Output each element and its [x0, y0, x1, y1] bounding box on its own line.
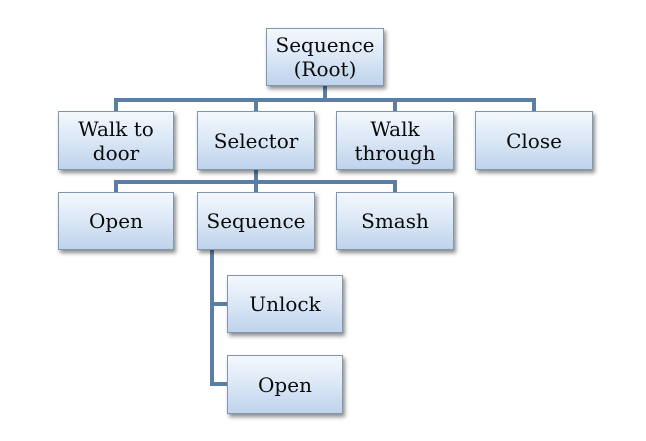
node-walk-to-door: Walk to door — [58, 111, 174, 170]
node-close: Close — [475, 111, 593, 170]
node-walk-through: Walk through — [336, 111, 454, 170]
node-open: Open — [58, 192, 174, 250]
node-open-2: Open — [227, 355, 343, 414]
node-sequence-root: Sequence (Root) — [266, 28, 384, 86]
node-unlock: Unlock — [227, 275, 343, 333]
node-smash: Smash — [336, 192, 454, 250]
node-selector: Selector — [197, 111, 315, 170]
node-sequence: Sequence — [197, 192, 315, 250]
